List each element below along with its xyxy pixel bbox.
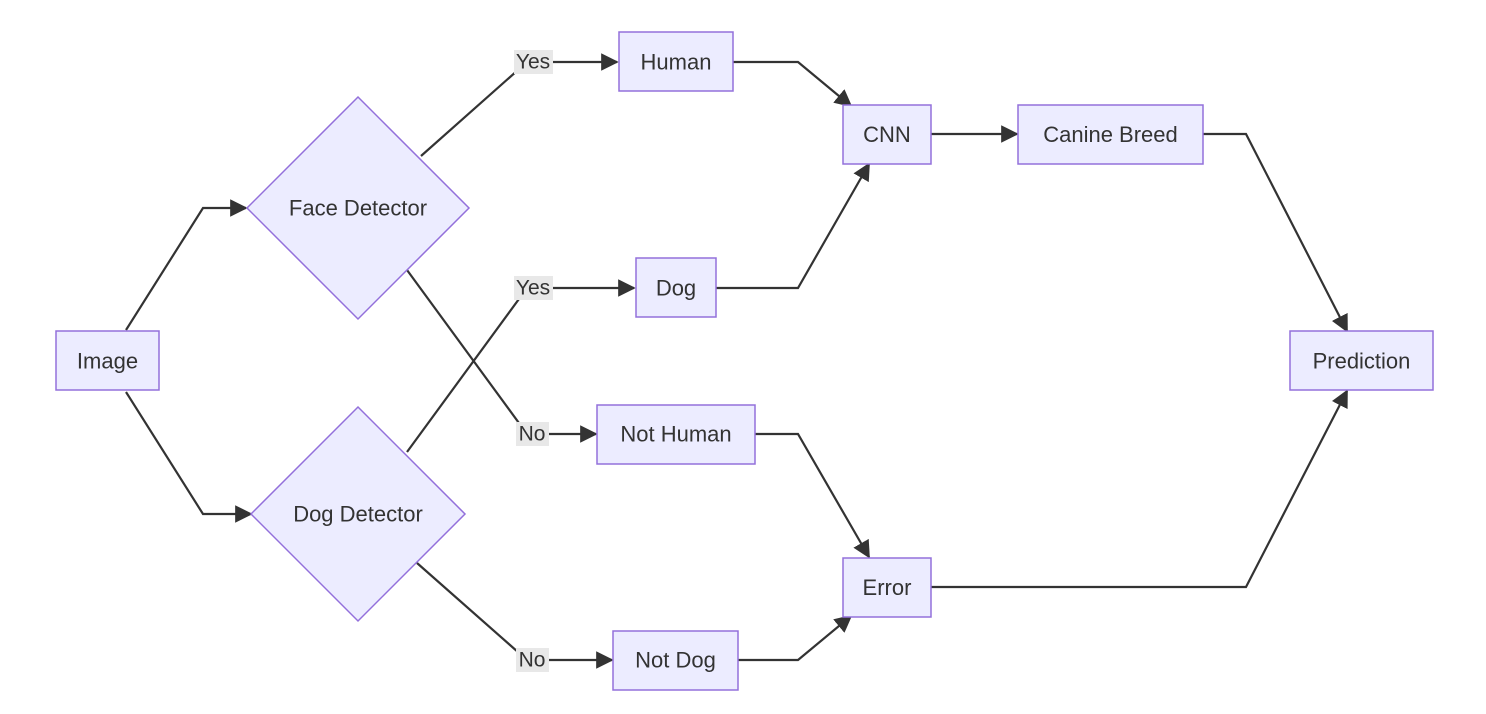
node-prediction: Prediction <box>1289 330 1434 391</box>
node-not-dog-label: Not Dog <box>635 648 716 673</box>
node-cnn: CNN <box>842 104 932 165</box>
node-error-label: Error <box>863 575 912 600</box>
nodes: Image Face Detector Dog Detector Human D… <box>55 31 1434 691</box>
edge-face-detector-to-human <box>420 53 619 157</box>
node-face-detector-label: Face Detector <box>289 196 427 221</box>
node-prediction-label: Prediction <box>1313 349 1411 374</box>
edge-human-to-cnn <box>733 60 853 108</box>
node-not-human-label: Not Human <box>620 422 731 447</box>
edge-not-human-to-error <box>755 432 870 559</box>
edge-dog-detector-to-not-dog <box>416 562 614 669</box>
node-canine-breed-label: Canine Breed <box>1043 122 1178 147</box>
edge-label-face-yes-text: Yes <box>516 51 550 74</box>
node-image: Image <box>55 330 160 391</box>
edge-canine-breed-to-prediction <box>1203 132 1348 333</box>
edge-label-dog-no: No <box>516 648 549 672</box>
edge-image-to-dog-detector <box>125 391 253 523</box>
node-dog: Dog <box>635 257 717 318</box>
edge-face-detector-to-not-human <box>406 269 598 443</box>
edge-labels: Yes No Yes No <box>514 50 553 672</box>
edge-label-dog-yes: Yes <box>514 276 553 300</box>
node-dog-label: Dog <box>656 276 696 301</box>
node-image-label: Image <box>77 349 138 374</box>
node-face-detector: Face Detector <box>245 95 471 321</box>
edge-label-face-no: No <box>516 422 549 446</box>
node-not-dog: Not Dog <box>612 630 739 691</box>
edge-label-face-no-text: No <box>519 423 546 446</box>
node-human: Human <box>618 31 734 92</box>
node-human-label: Human <box>641 50 712 75</box>
node-error: Error <box>842 557 932 618</box>
edge-label-dog-yes-text: Yes <box>516 277 550 300</box>
node-not-human: Not Human <box>596 404 756 465</box>
edge-label-face-yes: Yes <box>514 50 553 74</box>
edge-label-dog-no-text: No <box>519 649 546 672</box>
node-canine-breed: Canine Breed <box>1017 104 1204 165</box>
node-cnn-label: CNN <box>863 122 911 147</box>
edge-not-dog-to-error <box>738 614 853 662</box>
edge-dog-to-cnn <box>716 162 870 290</box>
edge-image-to-face-detector <box>125 199 248 331</box>
edge-error-to-prediction <box>931 389 1348 589</box>
node-dog-detector: Dog Detector <box>249 405 467 623</box>
node-dog-detector-label: Dog Detector <box>293 502 423 527</box>
